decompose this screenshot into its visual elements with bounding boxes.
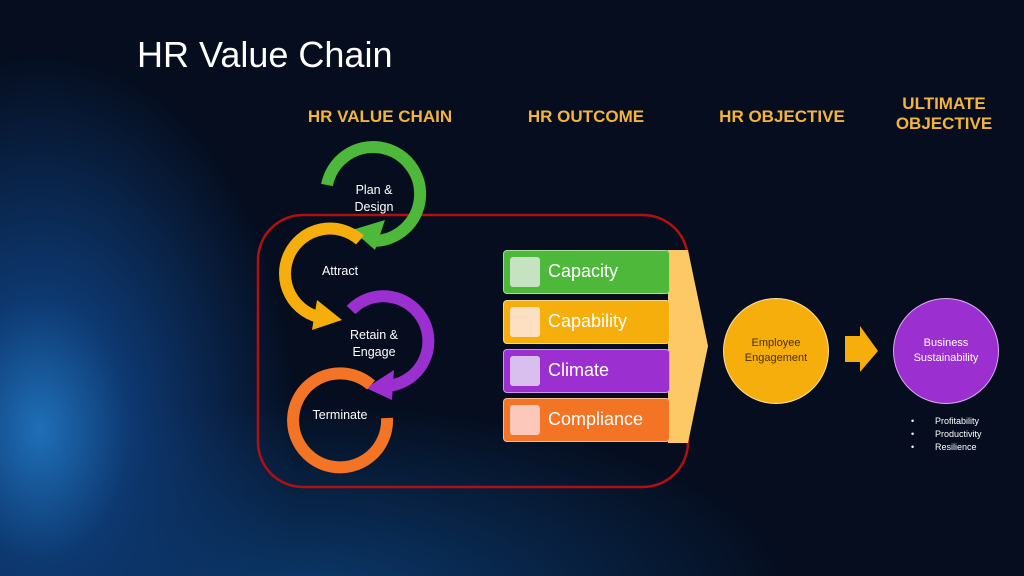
bullet-item: Resilience [911,441,982,454]
header-ultimate-objective: ULTIMATE OBJECTIVE [880,94,1008,134]
outcome-bracket [668,250,688,443]
label-line: Engage [352,345,396,359]
circle-line: Employee [751,337,801,349]
outcome-swatch [510,356,540,386]
outcome-label: Capability [548,311,628,331]
header-line: OBJECTIVE [895,114,993,133]
arc-plan-design [321,141,427,250]
chain-label-plan-design: Plan & Design [336,182,412,216]
chain-label-retain-engage: Retain & Engage [336,327,412,361]
outcome-label: Capacity [548,261,619,281]
arc-attract [279,222,364,330]
outcome-label: Compliance [548,409,644,429]
ultimate-bullets: Profitability Productivity Resilience [911,415,982,454]
outcome-label: Climate [548,360,610,380]
header-hr-outcome: HR OUTCOME [527,107,645,126]
header-line: ULTIMATE [902,94,986,113]
bullet-item: Profitability [911,415,982,428]
outcome-swatch [510,405,540,435]
right-arrow-icon [845,326,878,372]
outcome-compliance: Compliance [503,398,670,442]
outcome-climate: Climate [503,349,670,393]
circle-line: Engagement [744,352,808,364]
label-line: Design [354,200,394,214]
circle-line: Business [923,337,969,349]
label-line: Retain & [350,328,398,342]
arc-terminate [287,367,394,474]
outcome-swatch [510,307,540,337]
header-hr-value-chain: HR VALUE CHAIN [307,107,453,126]
chain-label-terminate: Terminate [312,408,368,422]
arc-retain-engage [346,290,435,400]
bullet-item: Productivity [911,428,982,441]
outcome-capacity: Capacity [503,250,670,294]
header-hr-objective: HR OBJECTIVE [719,107,845,126]
label-line: Plan & [355,183,393,197]
chain-label-attract: Attract [321,264,359,278]
outcome-swatch [510,257,540,287]
outcome-capability: Capability [503,300,670,344]
circle-line: Sustainability [913,352,979,364]
outcome-chevron [688,250,708,443]
slide-title: HR Value Chain [137,34,393,75]
